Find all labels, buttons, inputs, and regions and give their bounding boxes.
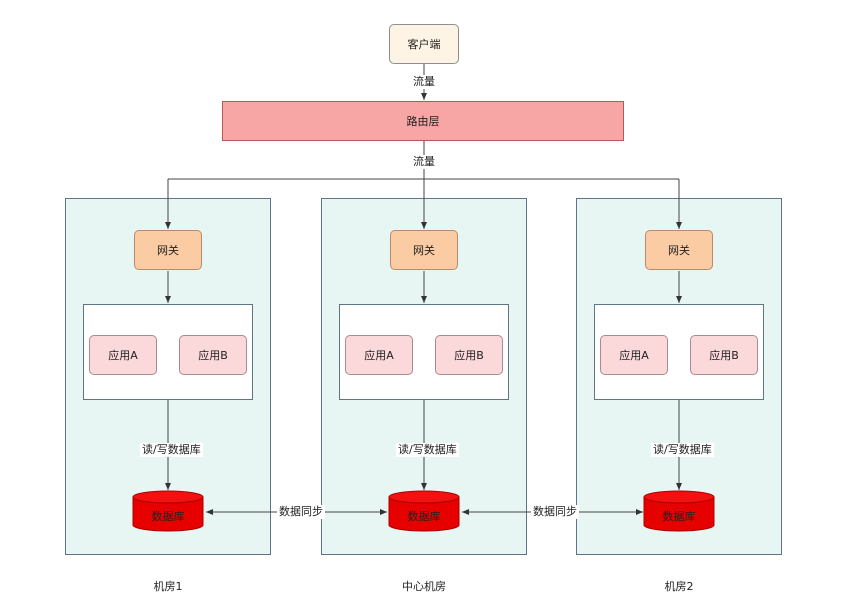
sync-label-right: 数据同步 — [531, 505, 579, 519]
db-label-zone-center: 数据库 — [407, 510, 441, 523]
db-label-zone-2: 数据库 — [662, 510, 696, 523]
traffic-label-bottom: 流量 — [411, 155, 437, 169]
gateway-label: 网关 — [668, 244, 690, 257]
zone-center-title: 中心机房 — [402, 580, 446, 593]
app-a-zone-2: 应用A — [600, 335, 668, 375]
app-b-label: 应用B — [709, 349, 739, 362]
app-a-zone-center: 应用A — [345, 335, 413, 375]
db-cylinder-center — [388, 490, 460, 532]
router-label: 路由层 — [406, 115, 440, 128]
router-layer: 路由层 — [222, 101, 624, 141]
db-cylinder-1 — [132, 490, 204, 532]
app-a-label: 应用A — [619, 349, 649, 362]
gateway-label: 网关 — [413, 244, 435, 257]
db-cylinder-2 — [643, 490, 715, 532]
database-cylinders — [132, 490, 715, 532]
sync-right-start-arrow-top — [462, 509, 469, 515]
app-b-zone-center: 应用B — [435, 335, 503, 375]
gateway-zone-1: 网关 — [134, 230, 202, 270]
traffic-label-top: 流量 — [411, 75, 437, 89]
zone-1-title: 机房1 — [153, 580, 183, 593]
sync-label-left: 数据同步 — [277, 505, 325, 519]
rw-label-zone-center: 读/写数据库 — [396, 443, 459, 457]
app-b-label: 应用B — [454, 349, 484, 362]
app-a-zone-1: 应用A — [89, 335, 157, 375]
gateway-zone-center: 网关 — [390, 230, 458, 270]
app-b-label: 应用B — [198, 349, 228, 362]
zone-2-title: 机房2 — [664, 580, 694, 593]
app-a-label: 应用A — [364, 349, 394, 362]
gateway-zone-2: 网关 — [645, 230, 713, 270]
sync-left-start-arrow-top — [206, 509, 213, 515]
db-label-zone-1: 数据库 — [151, 510, 185, 523]
rw-label-zone-1: 读/写数据库 — [140, 443, 203, 457]
gateway-label: 网关 — [157, 244, 179, 257]
rw-label-zone-2: 读/写数据库 — [651, 443, 714, 457]
app-b-zone-1: 应用B — [179, 335, 247, 375]
app-b-zone-2: 应用B — [690, 335, 758, 375]
client-node: 客户端 — [389, 24, 459, 64]
client-label: 客户端 — [407, 38, 441, 51]
app-a-label: 应用A — [108, 349, 138, 362]
